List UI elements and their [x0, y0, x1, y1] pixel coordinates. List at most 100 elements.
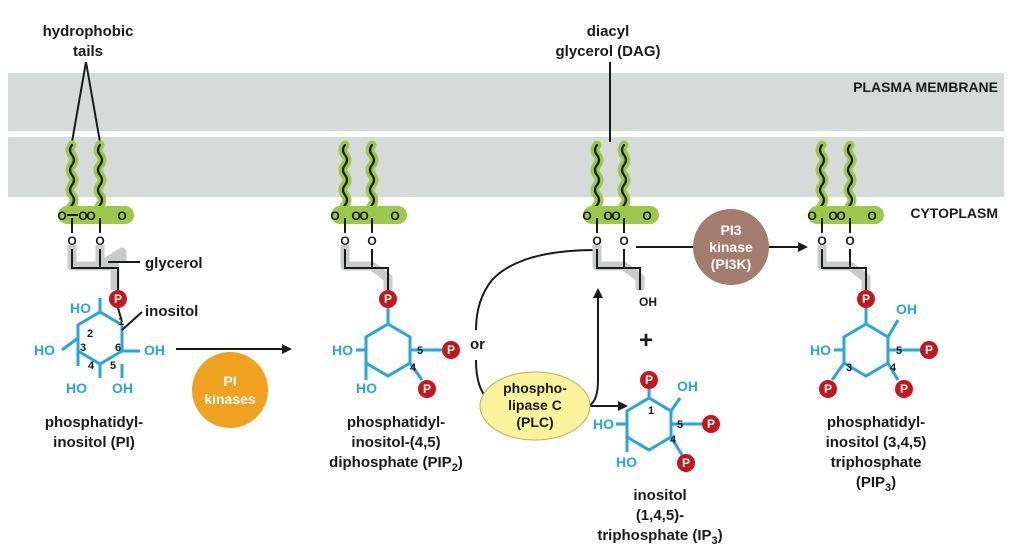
pip2-tail-right — [370, 145, 374, 215]
pi3k-label-line2: kinase — [709, 239, 753, 255]
svg-text:O: O — [603, 209, 612, 223]
svg-text:P: P — [114, 292, 122, 306]
svg-text:O: O — [95, 234, 104, 248]
svg-text:O: O — [836, 209, 845, 223]
plasma-membrane-label: PLASMA MEMBRANE — [853, 79, 998, 95]
svg-text:O: O — [582, 209, 591, 223]
pip2-phosphate-4-icon — [418, 380, 436, 398]
svg-text:1: 1 — [118, 316, 124, 328]
pi-name-line2: inositol (PI) — [53, 434, 135, 451]
ip3-molecule: P OH HO HO P P 1 5 4 — [593, 371, 720, 472]
svg-text:5: 5 — [896, 345, 902, 357]
dag-molecule: O O O O O O OH — [582, 145, 659, 309]
or-label: or — [470, 336, 485, 353]
svg-text:1: 1 — [648, 405, 654, 417]
pip2-name-line3: diphosphate (PIP2) — [329, 454, 463, 474]
pip2-name-line2: inositol-(4,5) — [351, 434, 440, 451]
pi-kinases-enzyme — [192, 352, 268, 428]
hydrophobic-tails-label-line1: hydrophobic — [43, 23, 134, 40]
pi-tail-right — [98, 145, 102, 215]
pip3-molecule: O O O O O O P OH HO P P P 5 4 3 — [807, 145, 938, 398]
plus-sign: + — [639, 327, 653, 354]
pip2-phosphate-icon — [379, 290, 397, 308]
svg-text:P: P — [707, 417, 715, 431]
pi-molecule: O O O O O O P HO HO OH HO OH 1 2 3 4 5 6 — [34, 145, 165, 396]
svg-text:HO: HO — [70, 300, 91, 316]
pi-kinases-label-line2: kinases — [204, 391, 256, 407]
pi3k-enzyme — [693, 209, 769, 285]
pip3-ester-highlight — [808, 206, 884, 224]
svg-text:O: O — [828, 209, 837, 223]
svg-text:O: O — [611, 209, 620, 223]
pi-tail-left — [70, 145, 74, 215]
ip3-phosphate-1-icon — [640, 371, 658, 389]
svg-text:4: 4 — [410, 362, 417, 374]
pip2-tail-left — [343, 145, 347, 215]
svg-text:O: O — [817, 234, 826, 248]
svg-text:4: 4 — [670, 434, 677, 446]
ip3-name-line2: (1,4,5)- — [636, 507, 684, 524]
svg-text:P: P — [423, 382, 431, 396]
pi-kinases-label-line1: PI — [223, 373, 236, 389]
pip3-phosphate-3-icon — [819, 380, 837, 398]
svg-text:OH: OH — [144, 342, 165, 358]
svg-text:HO: HO — [66, 380, 87, 396]
svg-text:P: P — [900, 382, 908, 396]
svg-text:P: P — [384, 292, 392, 306]
dag-tail-right — [622, 145, 626, 215]
glycerol-label: glycerol — [145, 255, 203, 272]
dag-label-line2: glycerol (DAG) — [555, 43, 660, 60]
plc-enzyme — [479, 371, 591, 441]
pi3k-label-line3: (PI3K) — [711, 256, 751, 272]
svg-text:O: O — [86, 209, 95, 223]
svg-text:HO: HO — [34, 342, 55, 358]
svg-text:P: P — [824, 382, 832, 396]
svg-text:P: P — [645, 373, 653, 387]
svg-text:P: P — [447, 343, 455, 357]
svg-text:O: O — [67, 234, 76, 248]
svg-text:5: 5 — [417, 345, 423, 357]
pip3-name-line2: inositol (3,4,5) — [826, 434, 927, 451]
svg-text:O: O — [117, 209, 126, 223]
svg-text:P: P — [925, 343, 933, 357]
tails-pointer-right — [85, 61, 101, 143]
svg-text:O: O — [78, 209, 87, 223]
svg-text:5: 5 — [677, 419, 683, 431]
ip3-name-line3: triphosphate (IP3) — [597, 527, 722, 547]
plc-label-line1: phospho- — [503, 380, 567, 396]
pip2-phosphate-5-icon — [442, 341, 460, 359]
svg-text:HO: HO — [593, 416, 614, 432]
svg-text:HO: HO — [810, 342, 831, 358]
pip3-tail-left — [820, 145, 824, 215]
svg-text:O: O — [807, 209, 816, 223]
membrane-inner-leaflet — [8, 137, 1004, 197]
dag-tail-left — [595, 145, 599, 215]
svg-text:O: O — [330, 209, 339, 223]
svg-text:O: O — [359, 209, 368, 223]
plc-label-line3: (PLC) — [516, 414, 553, 430]
dag-hydroxyl: OH — [639, 295, 657, 309]
pip3-phosphate-icon — [857, 290, 875, 308]
svg-text:O: O — [592, 234, 601, 248]
svg-text:3: 3 — [846, 362, 852, 374]
pip3-name-line4: (PIP3) — [856, 474, 896, 494]
ip3-name-line1: inositol — [633, 487, 686, 504]
pip3-name-line3: triphosphate — [831, 454, 922, 471]
svg-text:P: P — [682, 456, 690, 470]
svg-text:2: 2 — [87, 328, 93, 340]
dag-label-line1: diacyl — [587, 23, 630, 40]
ip3-phosphate-4-icon — [677, 454, 695, 472]
svg-text:HO: HO — [616, 454, 637, 470]
svg-text:O: O — [340, 234, 349, 248]
pi-ester-highlight — [58, 206, 134, 224]
inositol-pointer — [121, 311, 143, 331]
svg-text:5: 5 — [110, 360, 116, 372]
pi-name-line1: phosphatidyl- — [45, 414, 143, 431]
svg-text:HO: HO — [356, 380, 377, 396]
svg-text:P: P — [862, 292, 870, 306]
svg-text:O: O — [642, 209, 651, 223]
svg-text:4: 4 — [890, 362, 897, 374]
cytoplasm-label: CYTOPLASM — [910, 205, 998, 221]
svg-text:OH: OH — [677, 378, 698, 394]
